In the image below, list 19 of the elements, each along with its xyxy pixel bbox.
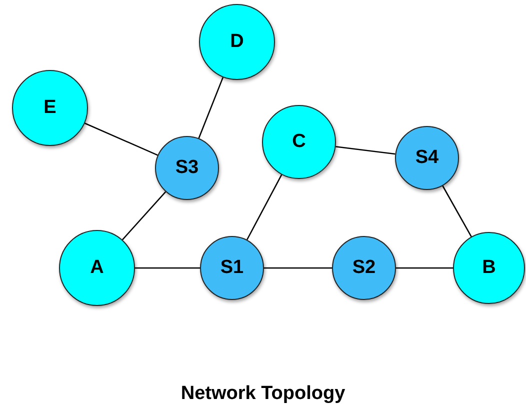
connector-line (264, 267, 332, 269)
connector-line (84, 122, 158, 156)
connector-line (396, 267, 453, 269)
connector-line (198, 77, 224, 138)
node-label: C (292, 130, 306, 154)
node-label: B (482, 256, 496, 280)
node-label: S2 (352, 256, 376, 280)
connector-line (442, 186, 472, 237)
node-label: D (230, 30, 244, 54)
node-label: S4 (415, 146, 439, 170)
connector-line (122, 191, 166, 240)
connector-line (246, 174, 282, 240)
diagram-title: Network Topology (180, 382, 346, 406)
node-label: S3 (175, 156, 199, 180)
connector-line (336, 146, 396, 155)
node-label: S1 (220, 256, 244, 280)
node-label: E (44, 96, 56, 120)
node-label: A (90, 256, 104, 280)
connector-line (135, 267, 200, 269)
